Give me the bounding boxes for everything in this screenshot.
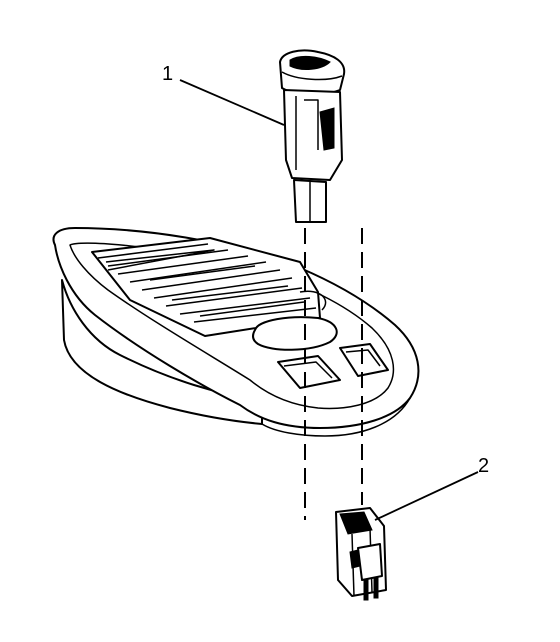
console-tray (52, 227, 420, 437)
callout-1-label: 1 (162, 63, 173, 85)
callout-1-leader (179, 79, 285, 126)
rocker-switch-part-1 (279, 49, 346, 223)
ribbed-mat (91, 237, 321, 337)
connector-part-2 (335, 507, 387, 601)
callout-2: 2 (374, 455, 489, 521)
callout-2-label: 2 (478, 455, 489, 477)
callout-1: 1 (162, 63, 285, 126)
alignment-lines (304, 228, 363, 520)
coin-slot-recess (252, 316, 338, 351)
callout-2-leader (374, 471, 479, 521)
